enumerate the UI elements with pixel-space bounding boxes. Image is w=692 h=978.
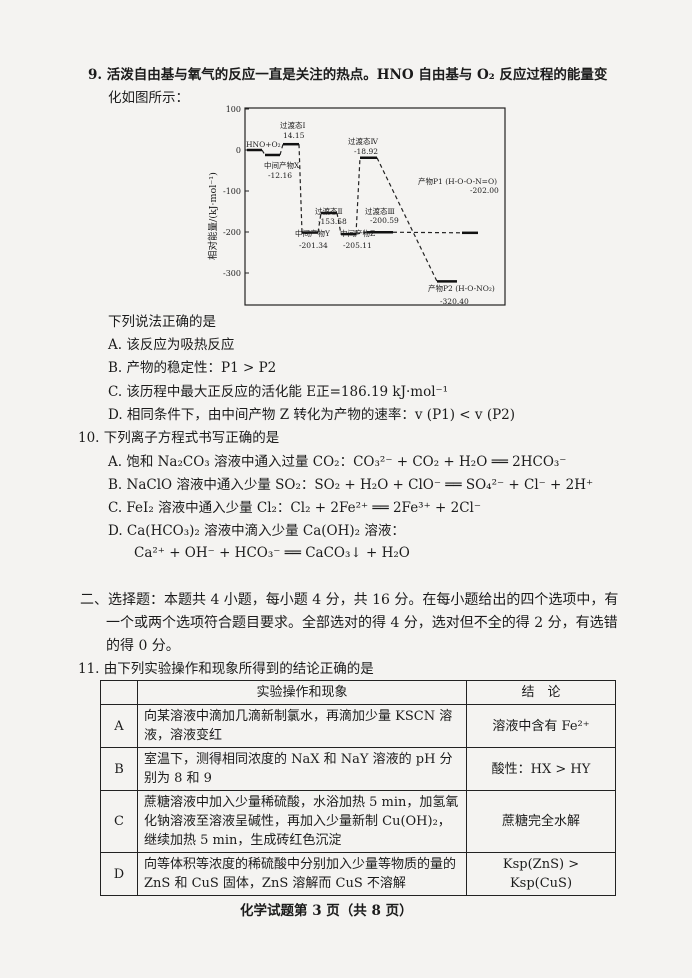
connector-line <box>355 157 361 235</box>
q9-option-c: C. 该历程中最大正反应的活化能 E正=186.19 kJ·mol⁻¹ <box>108 384 449 400</box>
level-value-label: -205.11 <box>343 241 372 250</box>
q9-option-b: B. 产物的稳定性：P1 > P2 <box>108 360 277 376</box>
row-key: D <box>100 852 138 896</box>
level-name-label: 过渡态Ⅱ <box>315 206 343 216</box>
q10-option-c: C. FeI₂ 溶液中通入少量 Cl₂：Cl₂ + 2Fe²⁺ ══ 2Fe³⁺… <box>108 500 481 516</box>
q10-option-b: B. NaClO 溶液中通入少量 SO₂：SO₂ + H₂O + ClO⁻ ══… <box>108 477 594 493</box>
y-tick-label: -200 <box>223 228 241 237</box>
level-value-label: -320.40 <box>440 297 469 306</box>
row-operation: 向等体积等浓度的稀硫酸中分别加入少量等物质的量的 ZnS 和 CuS 固体，Zn… <box>137 852 467 896</box>
row-conclusion: 酸性：HX > HY <box>466 747 616 791</box>
row-key: B <box>100 747 138 791</box>
row-operation: 蔗糖溶液中加入少量稀硫酸，水浴加热 5 min，加氢氧化钠溶液至溶液呈碱性，再加… <box>137 790 467 853</box>
connector-line <box>279 144 284 156</box>
row-operation: 室温下，测得相同浓度的 NaX 和 NaY 溶液的 pH 分别为 8 和 9 <box>137 747 467 791</box>
level-name-label: 过渡态Ⅳ <box>348 136 378 146</box>
plot-frame <box>244 107 506 306</box>
connector-line <box>298 144 303 233</box>
level-name-label: 中间产物Z <box>340 228 375 238</box>
table-row: B 室温下，测得相同浓度的 NaX 和 NaY 溶液的 pH 分别为 8 和 9… <box>100 747 616 791</box>
connector-line <box>317 212 322 233</box>
energy-diagram: 100 0 -100 -200 -300 相对能量/(kJ·mol⁻¹) HNO+O₂ 中… <box>207 105 506 306</box>
connector-line <box>392 231 463 234</box>
row-conclusion: Ksp(ZnS) > Ksp(CuS) <box>466 852 616 896</box>
level-value-label: -201.34 <box>299 241 328 250</box>
row-key: A <box>100 704 138 748</box>
table-row: A 向某溶液中滴加几滴新制氯水，再滴加少量 KSCN 溶液，溶液变红 溶液中含有… <box>100 704 616 748</box>
row-key: C <box>100 790 138 853</box>
connector-line <box>336 212 342 235</box>
q9-prompt: 下列说法正确的是 <box>108 314 216 330</box>
q10-option-d: D. Ca(HCO₃)₂ 溶液中滴入少量 Ca(OH)₂ 溶液： <box>108 523 405 539</box>
row-conclusion: 溶液中含有 Fe²⁺ <box>466 704 616 748</box>
header-operation: 实验操作和现象 <box>137 680 467 705</box>
y-tick-label: 100 <box>226 105 241 114</box>
header-conclusion: 结 论 <box>466 680 616 705</box>
level-name-label: 产物P1 (H-O-O-N=O) <box>418 176 497 186</box>
q10-prompt: 10. 下列离子方程式书写正确的是 <box>78 430 280 446</box>
table-row: D 向等体积等浓度的稀硫酸中分别加入少量等物质的量的 ZnS 和 CuS 固体，… <box>100 852 616 896</box>
q10-option-d-equation: Ca²⁺ + OH⁻ + HCO₃⁻ ══ CaCO₃↓ + H₂O <box>134 545 410 561</box>
q11-table: 实验操作和现象 结 论 A 向某溶液中滴加几滴新制氯水，再滴加少量 KSCN 溶… <box>100 680 616 896</box>
q9-option-d: D. 相同条件下，由中间产物 Z 转化为产物的速率：v (P1) < v (P2… <box>108 407 516 423</box>
section2-line1: 二、选择题：本题共 4 小题，每小题 4 分，共 16 分。在每小题给出的四个选… <box>80 592 619 608</box>
y-tick-label: 0 <box>236 146 241 155</box>
level-name-label: HNO+O₂ <box>246 140 281 149</box>
connector-line <box>355 231 368 235</box>
section2-line3: 的得 0 分。 <box>106 638 180 654</box>
y-tick-label: -100 <box>223 187 241 196</box>
y-tick-label: -300 <box>223 269 241 278</box>
q9-stem-line1: 9. 活泼自由基与氧气的反应一直是关注的热点。HNO 自由基与 O₂ 反应过程的… <box>88 67 608 83</box>
section2-line2: 一个或两个选项符合题目要求。全部选对的得 4 分，选对但不全的得 2 分，有选错 <box>106 615 618 631</box>
q11-prompt: 11. 由下列实验操作和现象所得到的结论正确的是 <box>78 661 374 677</box>
connector-line <box>376 157 438 282</box>
header-key <box>100 680 138 705</box>
page-footer: 化学试题第 3 页（共 8 页） <box>240 903 413 919</box>
table-row: C 蔗糖溶液中加入少量稀硫酸，水浴加热 5 min，加氢氧化钠溶液至溶液呈碱性，… <box>100 790 616 853</box>
level-name-label: 过渡态Ⅲ <box>365 206 395 216</box>
row-operation: 向某溶液中滴加几滴新制氯水，再滴加少量 KSCN 溶液，溶液变红 <box>137 704 467 748</box>
connector-line <box>261 149 266 156</box>
row-conclusion: 蔗糖完全水解 <box>466 790 616 853</box>
y-axis-label: 相对能量/(kJ·mol⁻¹) <box>207 172 219 260</box>
level-value-label: -12.16 <box>268 171 292 180</box>
level-value-label: 14.15 <box>283 131 305 140</box>
level-name-label: 中间产物Y <box>295 228 331 238</box>
q10-option-a: A. 饱和 Na₂CO₃ 溶液中通入过量 CO₂：CO₃²⁻ + CO₂ + H… <box>108 454 567 470</box>
level-name-label: 过渡态Ⅰ <box>280 120 305 130</box>
level-value-label: -200.59 <box>370 216 399 225</box>
level-value-label: -18.92 <box>354 147 378 156</box>
q9-stem-line2: 化如图所示： <box>108 90 189 106</box>
level-value-label: -153.58 <box>318 217 347 226</box>
level-name-label: 中间产物X <box>264 160 300 170</box>
q9-option-a: A. 该反应为吸热反应 <box>108 337 235 353</box>
level-name-label: 产物P2 (H-O-NO₂) <box>428 283 495 293</box>
level-value-label: -202.00 <box>470 186 499 195</box>
table-header-row: 实验操作和现象 结 论 <box>100 680 616 705</box>
